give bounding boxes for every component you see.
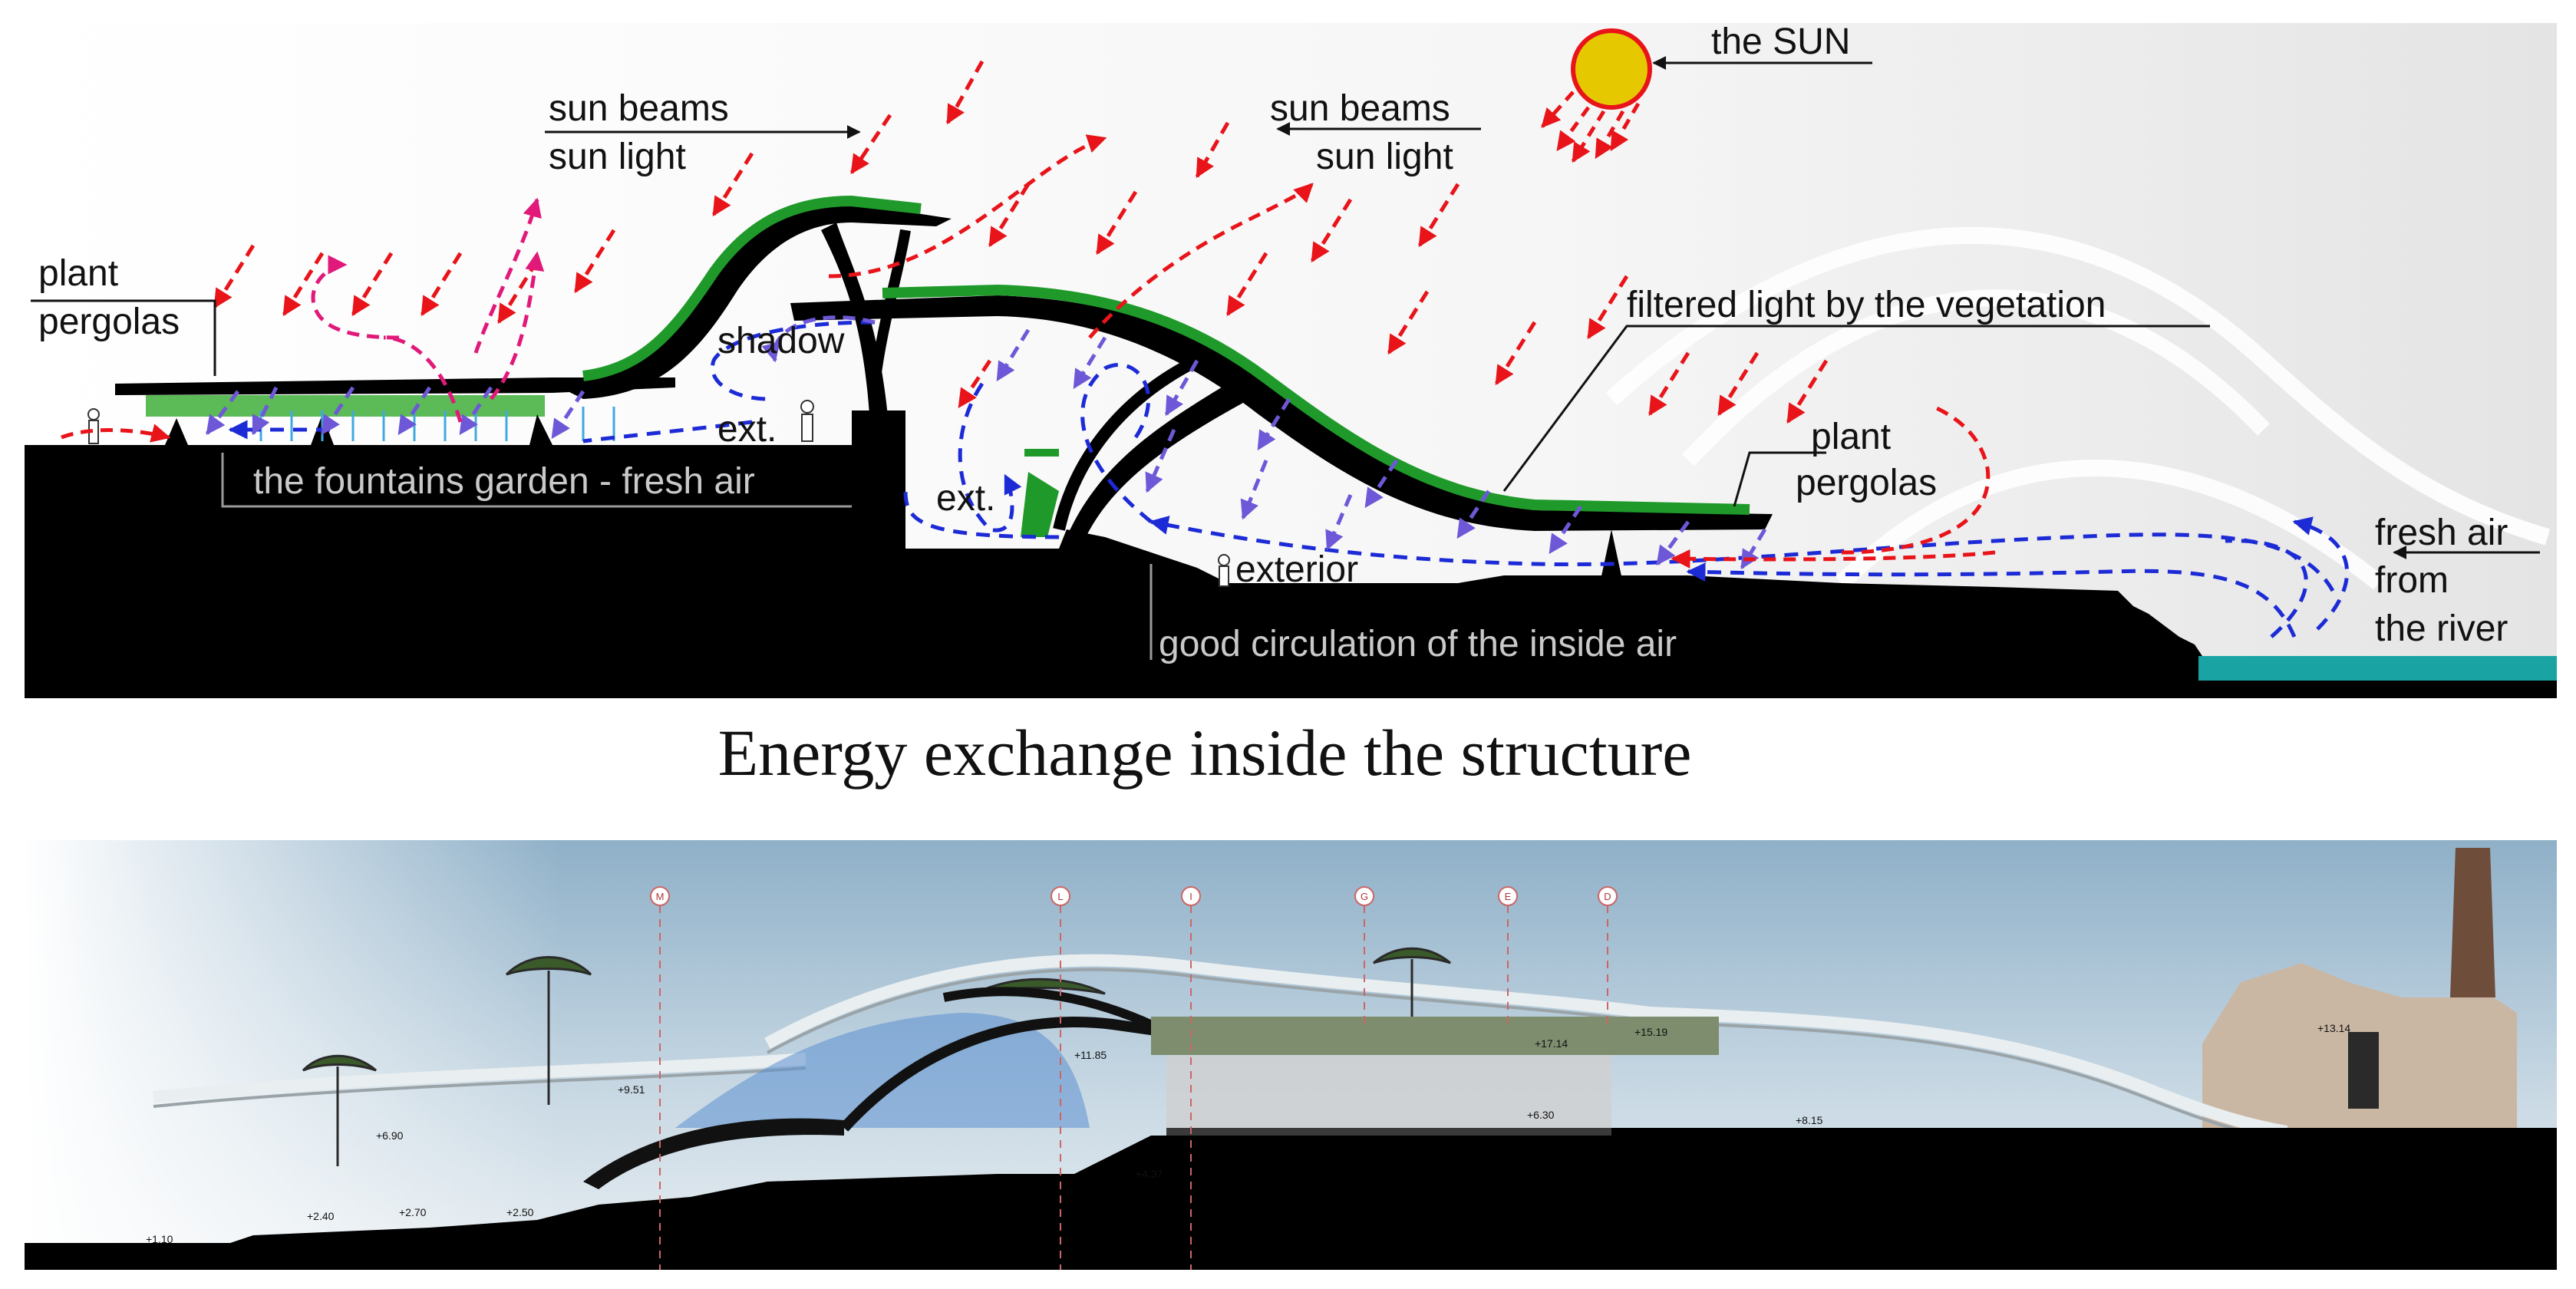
grid-marker-bubbles [650,886,1618,906]
label-pergolas-2: pergolas [1796,463,1937,503]
label-ext-1: ext. [717,409,777,450]
label-plant-1: plant [38,253,118,294]
level-tag: +13.14 [2317,1022,2350,1034]
elevated-roads [153,954,2288,1138]
bottom-ground [25,1128,2557,1270]
sun-graphic [1541,28,1652,163]
ground-section [25,410,2557,698]
label-sun-light-2: sun light [1316,137,1453,177]
level-tag: +8.15 [1796,1114,1823,1126]
grid-marker-g: G [1361,891,1368,902]
label-ext-2: ext. [936,478,995,519]
chimney [2450,848,2495,997]
level-tag: +2.50 [506,1206,534,1218]
level-tag: +1.10 [146,1233,173,1245]
sun-icon [1571,28,1652,110]
grid-marker-d: D [1604,891,1611,902]
annotation-pointers-grey [221,453,1153,660]
level-tag: +6.30 [1527,1109,1555,1121]
grid-marker-l: L [1057,891,1063,902]
river-water [2198,656,2557,681]
label-filtered-light: filtered light by the vegetation [1627,285,2106,325]
bottom-section-render: M L I G E D +1.10 +2.40 +2.70 +2.50 +6.9… [25,840,2557,1270]
top-diagram: the SUN sun beams sun light sun beams su… [25,21,2557,698]
label-from: from [2375,560,2449,601]
label-good-circulation: good circulation of the inside air [1159,624,1677,664]
figure-caption: Energy exchange inside the structure [718,716,1692,790]
level-tag: +4.37 [1136,1168,1163,1180]
grid-marker-e: E [1505,891,1512,902]
grid-markers [659,905,1608,1270]
label-pergolas-1: pergolas [38,302,180,342]
level-tag: +6.90 [376,1129,404,1142]
grid-marker-i: I [1189,891,1192,902]
label-the-sun: the SUN [1711,21,1850,62]
label-the-river: the river [2375,608,2508,649]
label-sun-light-1: sun light [549,137,686,177]
air-flow-purple [205,315,1767,570]
annotation-pointers [31,56,2540,559]
glass-dome [675,1013,1090,1128]
air-flow-warm-pink [311,197,545,423]
label-plant-2: plant [1811,417,1891,457]
label-sun-beams-2: sun beams [1270,88,1450,129]
palm-trees [302,947,1451,1166]
grid-marker-m: M [656,891,665,902]
people-silhouettes [87,400,1230,587]
level-tag: +2.70 [399,1206,427,1218]
roof-garden [1151,1017,1719,1055]
level-tag: +17.14 [1535,1037,1568,1050]
level-tag: +2.40 [307,1210,335,1222]
level-tag: +11.85 [1074,1049,1107,1061]
label-fountains-garden: the fountains garden - fresh air [253,461,755,502]
label-exterior: exterior [1235,549,1358,590]
wave-roof-2 [790,284,1773,583]
air-flow-warm [61,134,1996,569]
label-sun-beams-1: sun beams [549,88,729,129]
label-fresh-air: fresh air [2375,513,2508,553]
level-tag: +9.51 [618,1083,645,1096]
level-tag: +15.19 [1634,1026,1667,1038]
label-shadow: shadow [717,321,845,361]
